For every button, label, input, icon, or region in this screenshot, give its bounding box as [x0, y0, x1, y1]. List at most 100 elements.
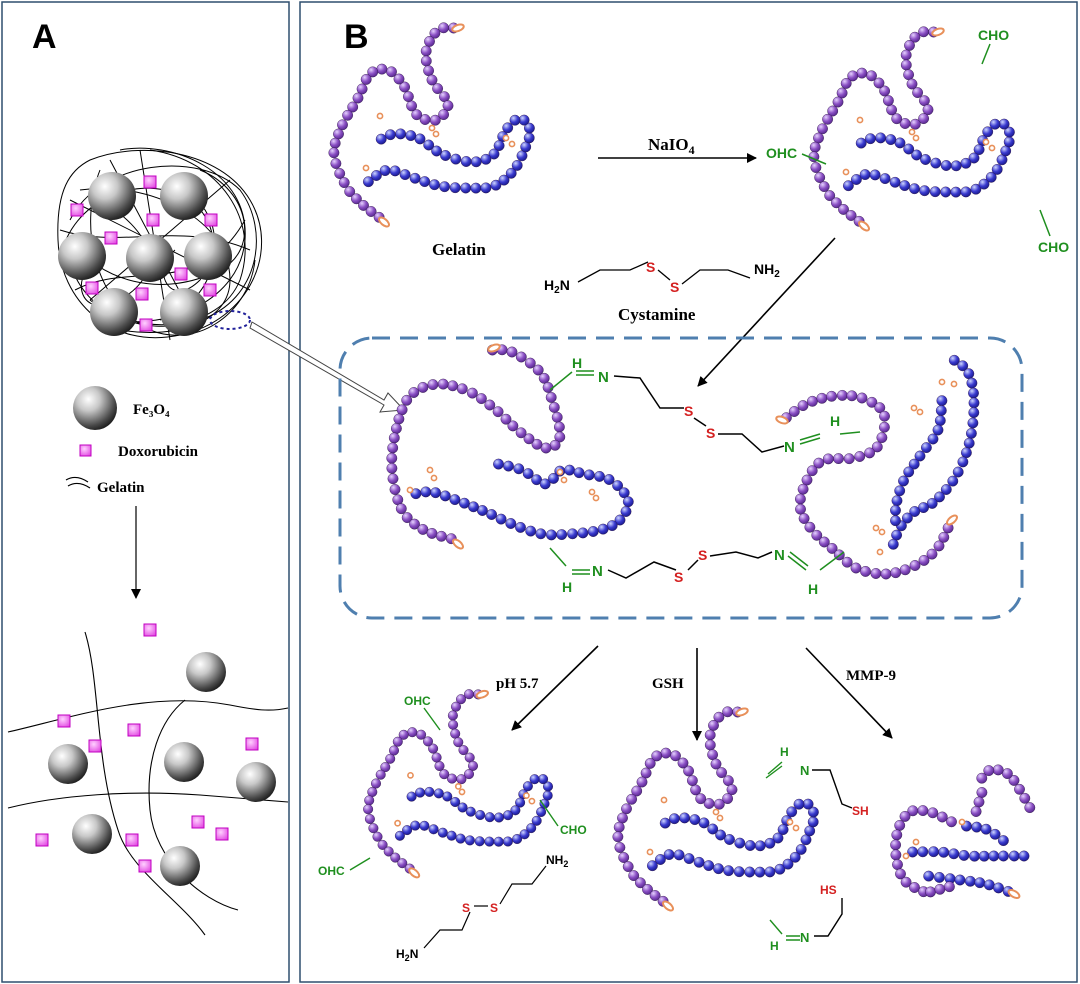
cystamine-caption: Cystamine: [618, 305, 696, 324]
doxorubicin-molecule: [70, 203, 84, 217]
side-group: [950, 380, 958, 388]
blue-strand: [843, 118, 1015, 198]
fe3o4-particle: [184, 232, 232, 280]
trigger-mmp: MMP-9: [846, 668, 896, 684]
side-group: [912, 838, 920, 846]
gelatin-oxidized: [808, 26, 1015, 232]
chain-end-cap: [378, 216, 390, 228]
gelatin-chains: [328, 22, 1036, 912]
cystamine-nh2: NH2: [754, 261, 780, 280]
side-group: [982, 138, 990, 146]
fe3o4-particle: [126, 234, 174, 282]
side-group: [502, 134, 510, 142]
free-cystamine: H2N S S NH2: [396, 853, 568, 963]
network-left-purple: [386, 344, 566, 545]
side-group: [716, 814, 724, 822]
fragment-blue-1: [961, 820, 1009, 846]
fe3o4-particle: [160, 288, 208, 336]
side-group: [878, 528, 886, 536]
side-group: [842, 168, 850, 176]
side-group: [938, 378, 946, 386]
fragment-purple-1: [976, 764, 1036, 813]
panel-a-label: A: [32, 18, 57, 56]
fe3o4-particle: [186, 652, 226, 692]
gsh-hs: HS: [820, 883, 837, 897]
ph-ohc-left: OHC: [318, 864, 345, 878]
crosslink-bottom: [549, 547, 845, 579]
nanoparticle-cluster: [57, 147, 263, 341]
side-group: [856, 116, 864, 124]
cho-label-right: CHO: [1038, 239, 1069, 255]
side-group: [560, 476, 568, 484]
doxorubicin-molecule: [85, 281, 99, 295]
trigger-gsh: GSH: [652, 676, 684, 692]
disulfide-s-2: S: [706, 425, 715, 441]
fe3o4-particle: [160, 846, 200, 886]
fe3o4-particle: [58, 232, 106, 280]
side-group: [872, 524, 880, 532]
panel-b-frame: [299, 1, 1078, 983]
gelatin-native: [328, 22, 535, 228]
fragment-blue-3: [923, 870, 1014, 897]
side-group: [588, 488, 596, 496]
fe3o4-particle: [90, 288, 138, 336]
free-s1: S: [462, 901, 470, 915]
legend-doxorubicin: Doxorubicin: [118, 444, 199, 460]
doxorubicin-molecule: [57, 714, 71, 728]
side-group: [910, 404, 918, 412]
fe3o4-particle: [72, 814, 112, 854]
product-ph: [363, 689, 553, 879]
purple-strand: [808, 26, 939, 227]
side-group: [406, 486, 414, 494]
side-group: [432, 130, 440, 138]
side-group: [428, 124, 436, 132]
doxorubicin-molecule: [135, 287, 149, 301]
chain-end-cap: [408, 867, 421, 879]
purple-strand: [612, 706, 743, 907]
network-right-blue-inner: [890, 395, 948, 527]
highlight-ellipse: [209, 310, 251, 330]
chain-end-cap: [946, 514, 958, 526]
imine-h-4: H: [808, 581, 818, 597]
disulfide-s-1: S: [684, 403, 693, 419]
ph-ohc-top: OHC: [404, 694, 431, 708]
side-group: [908, 128, 916, 136]
fe3o4-legend-icon: [73, 386, 117, 430]
side-group: [454, 783, 462, 790]
panel-b-label: B: [344, 18, 369, 56]
ohc-label-left: OHC: [766, 145, 797, 161]
ph-arrow: [511, 645, 599, 731]
side-group: [786, 818, 794, 826]
imine-n-2: N: [784, 439, 795, 456]
imine-h-3: H: [562, 579, 572, 595]
doxorubicin-molecule: [125, 833, 139, 847]
network-right-purple: [781, 389, 954, 580]
side-group: [508, 140, 516, 148]
chain-end-cap: [858, 220, 870, 232]
gelatin-legend-icon: [65, 476, 91, 489]
crosslink-top: [549, 370, 861, 453]
doxorubicin-molecule: [204, 213, 218, 227]
side-group: [430, 474, 438, 482]
side-group: [362, 164, 370, 172]
chain-end-cap: [452, 538, 464, 550]
disulfide-s-4: S: [698, 547, 707, 563]
gelatin-caption: Gelatin: [432, 240, 486, 259]
fragment-purple-2: [970, 787, 988, 817]
chain-end-cap: [451, 23, 465, 33]
chain-end-cap: [735, 707, 749, 717]
side-group: [426, 466, 434, 474]
doxorubicin-molecule: [203, 283, 217, 297]
gsh-n-bottom: N: [800, 930, 809, 945]
doxorubicin-molecule: [245, 737, 259, 751]
side-group: [376, 112, 384, 120]
side-group: [916, 408, 924, 416]
mmp-arrow: [805, 647, 893, 739]
ph-cho-right: CHO: [560, 823, 587, 837]
released-state: [7, 623, 289, 936]
side-group: [876, 548, 884, 556]
fragment-blue-2: [907, 846, 1030, 862]
blue-strand: [362, 114, 535, 194]
imine-n-1: N: [598, 369, 609, 386]
